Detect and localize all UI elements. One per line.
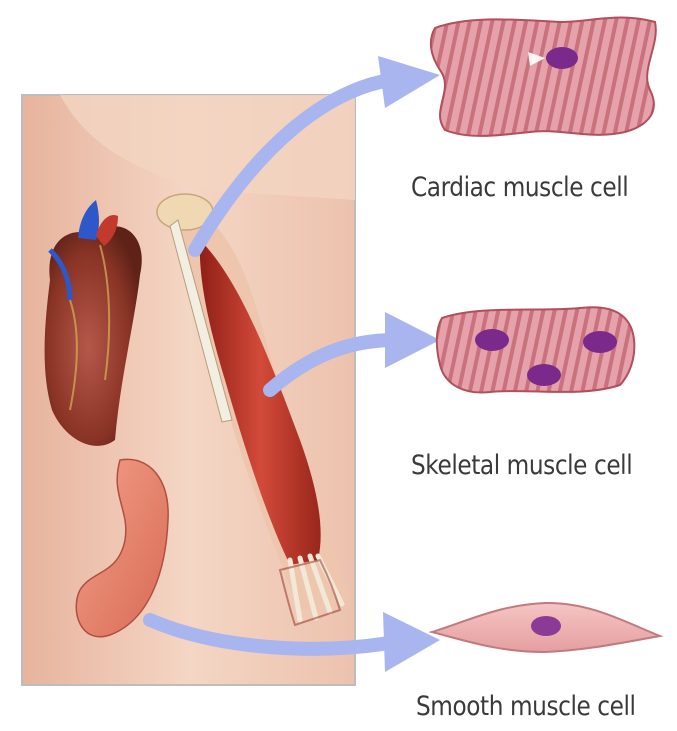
skeletal-nucleus-2 <box>583 331 617 353</box>
skeletal-nucleus-1 <box>475 329 509 351</box>
arrowhead-skeletal <box>385 312 440 368</box>
skeletal-nucleus-3 <box>527 364 561 386</box>
smooth-muscle-cell-label: Smooth muscle cell <box>416 691 636 722</box>
cardiac-nucleus <box>546 47 578 69</box>
cardiac-cell-illustration <box>431 18 656 136</box>
arrowhead-cardiac <box>378 56 440 108</box>
skeletal-cell-illustration <box>437 307 635 392</box>
arrowhead-smooth <box>383 612 440 672</box>
smooth-nucleus <box>531 616 561 636</box>
body-illustration <box>22 95 355 685</box>
cardiac-muscle-cell-label: Cardiac muscle cell <box>411 172 628 203</box>
skeletal-muscle-cell-label: Skeletal muscle cell <box>411 450 632 481</box>
smooth-cell-illustration <box>432 603 660 652</box>
